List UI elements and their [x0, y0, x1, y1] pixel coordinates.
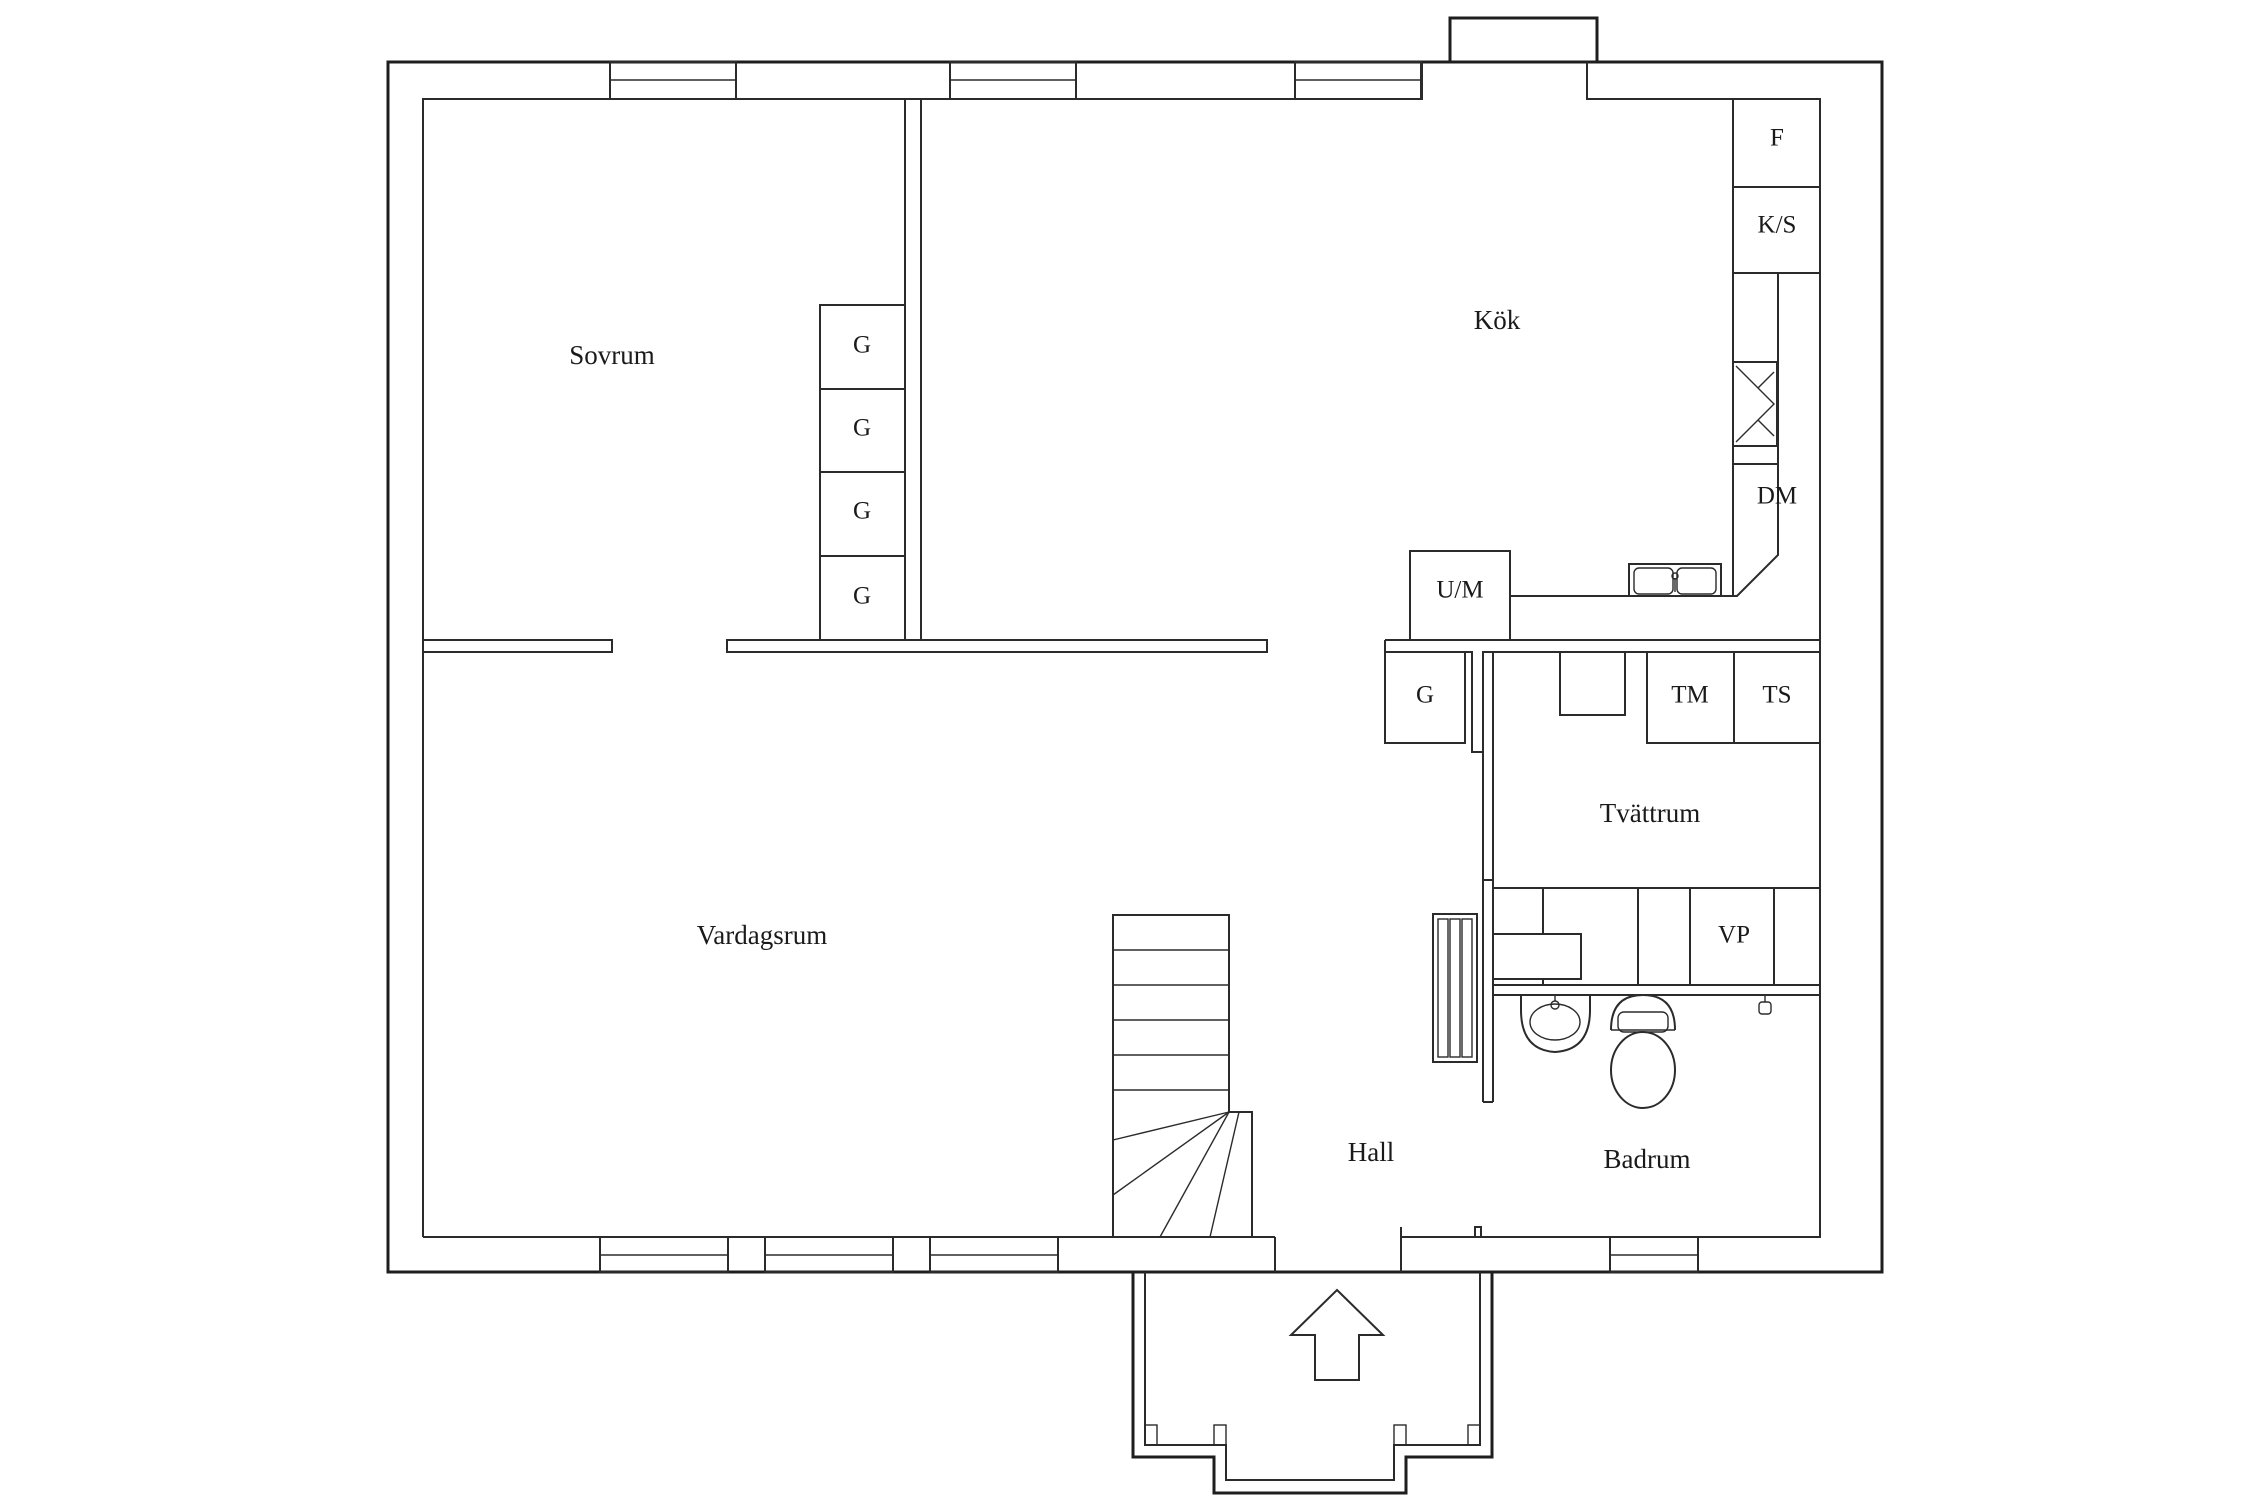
fridge-freezer-label: K/S [1758, 212, 1797, 239]
window-top-1 [609, 61, 737, 100]
room-label-hall: Hall [1348, 1137, 1395, 1167]
staircase-icon [1112, 914, 1253, 1238]
oven-microwave-label: U/M [1436, 577, 1483, 604]
dishwasher-label: DM [1757, 483, 1797, 510]
water-heater-label: VP [1718, 922, 1750, 949]
sink-icon [1628, 563, 1722, 597]
radiator-icon [1432, 913, 1478, 1063]
windows [599, 61, 1699, 1273]
wardrobe-label-1: G [853, 332, 871, 359]
arrow-up-icon [1288, 1288, 1386, 1381]
toilet-icon [1610, 993, 1676, 1109]
window-bottom-1 [599, 1236, 729, 1273]
kitchen-counter [1509, 272, 1821, 641]
room-label-sovrum: Sovrum [569, 340, 655, 370]
window-top-2 [949, 61, 1077, 100]
window-bottom-3 [929, 1236, 1059, 1273]
window-top-3 [1294, 61, 1422, 100]
bathroom-fittings [1520, 993, 1772, 1109]
window-bottom-badrum [1609, 1236, 1699, 1273]
window-bottom-2 [764, 1236, 894, 1273]
wardrobes-sovrum: G G G G [819, 304, 906, 641]
room-label-kok: Kök [1474, 305, 1521, 335]
room-label-tvattrum: Tvättrum [1600, 798, 1700, 828]
room-label-vardagsrum: Vardagsrum [697, 920, 827, 950]
wardrobe-label-4: G [853, 583, 871, 610]
fridge-label: F [1770, 125, 1784, 152]
stove-icon [1732, 361, 1778, 447]
entrance-porch [1144, 1272, 1481, 1481]
shower-tap-icon [1758, 995, 1772, 1015]
hall-wardrobe-label: G [1416, 682, 1434, 709]
tumble-dryer-label: TS [1762, 682, 1791, 709]
laundry-fittings: TM TS VP [1492, 651, 1821, 986]
room-label-badrum: Badrum [1604, 1144, 1691, 1174]
wardrobe-label-2: G [853, 415, 871, 442]
washing-machine-label: TM [1671, 682, 1709, 709]
wardrobe-hall: G [1384, 651, 1466, 744]
washbasin-icon [1520, 995, 1591, 1054]
kitchen-fittings: F K/S DM U/M [1409, 98, 1821, 641]
wardrobe-label-3: G [853, 498, 871, 525]
